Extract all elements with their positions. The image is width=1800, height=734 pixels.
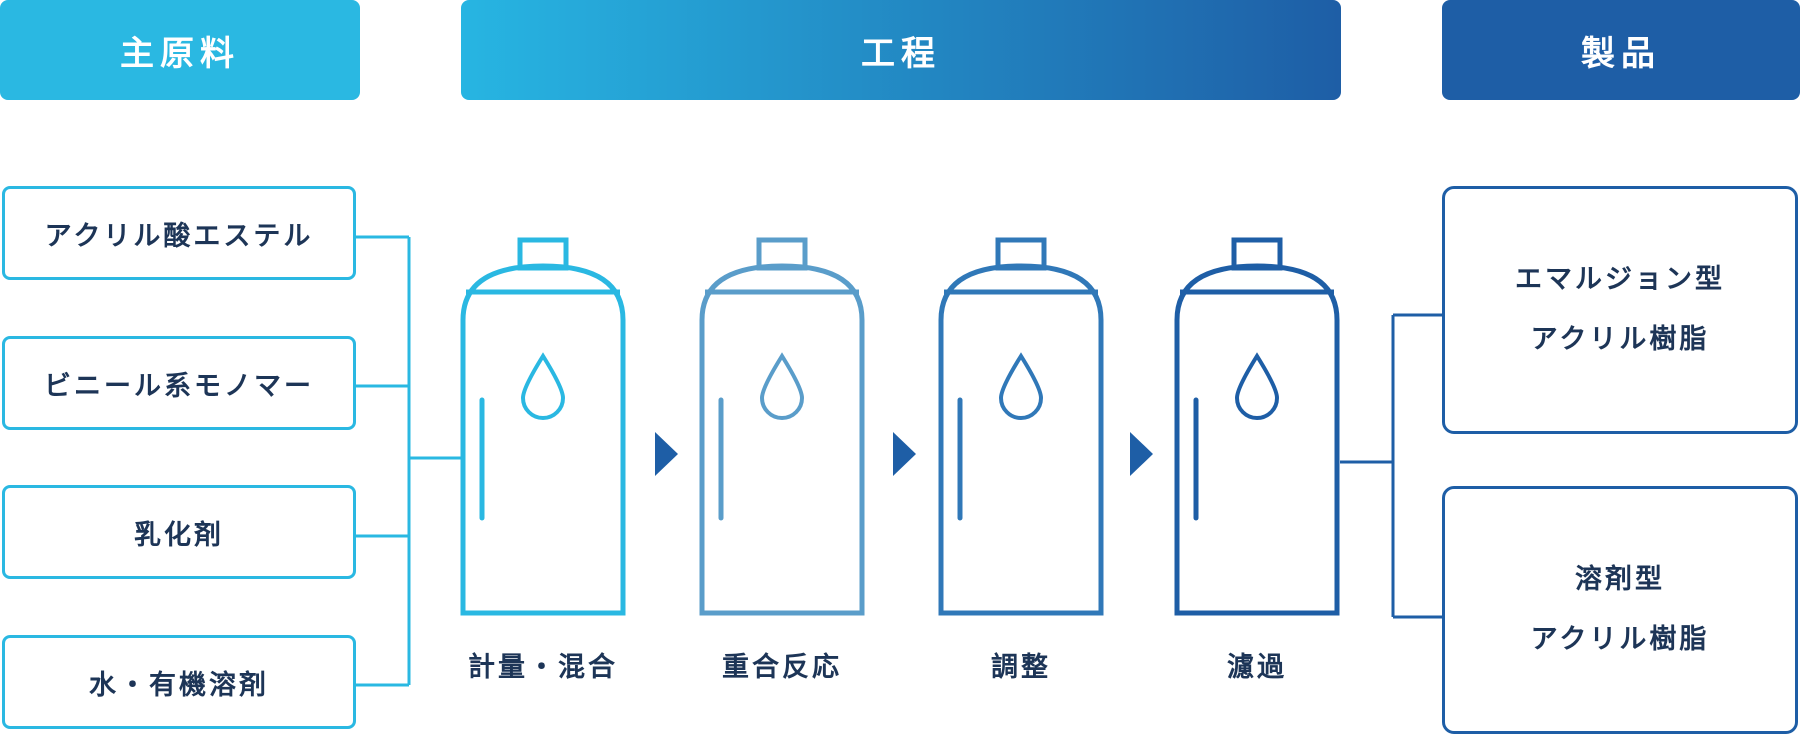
tank-icon-mixing (460, 237, 626, 616)
raw-material-label: 水・有機溶剤 (89, 669, 269, 701)
step-label-adjustment: 調整 (991, 652, 1051, 683)
product-name-line2: アクリル樹脂 (1530, 624, 1710, 655)
arrow-right-icon (1130, 432, 1153, 476)
tank-icon-adjustment (938, 237, 1104, 616)
step-label-mixing: 計量・混合 (468, 652, 618, 683)
product-box-emulsion: エマルジョン型 アクリル樹脂 (1442, 186, 1798, 434)
arrow-right-icon (655, 432, 678, 476)
raw-material-connectors (356, 235, 462, 687)
arrow-right-icon (893, 432, 916, 476)
product-name-line1: 溶剤型 (1575, 564, 1665, 595)
header-raw-materials: 主原料 (0, 0, 360, 100)
raw-material-box: ビニール系モノマー (2, 336, 356, 430)
step-label-filtration: 濾過 (1227, 652, 1287, 683)
header-process: 工程 (461, 0, 1341, 100)
product-box-solvent: 溶剤型 アクリル樹脂 (1442, 486, 1798, 734)
raw-material-label: アクリル酸エステル (44, 220, 314, 252)
header-products: 製品 (1442, 0, 1800, 100)
raw-material-box: アクリル酸エステル (2, 186, 356, 280)
header-raw-materials-label: 主原料 (120, 33, 240, 74)
header-products-label: 製品 (1581, 33, 1661, 74)
header-process-label: 工程 (861, 33, 941, 74)
tank-icon-filtration (1174, 237, 1340, 616)
raw-material-label: 乳化剤 (134, 519, 224, 551)
product-name-line2: アクリル樹脂 (1530, 324, 1710, 355)
raw-material-box: 乳化剤 (2, 485, 356, 579)
raw-material-box: 水・有機溶剤 (2, 635, 356, 729)
raw-material-label: ビニール系モノマー (44, 370, 314, 402)
product-connectors (1340, 313, 1442, 619)
product-name-line1: エマルジョン型 (1515, 264, 1725, 295)
tank-icon-polymerization (699, 237, 865, 616)
step-label-polymerization: 重合反応 (722, 652, 842, 683)
